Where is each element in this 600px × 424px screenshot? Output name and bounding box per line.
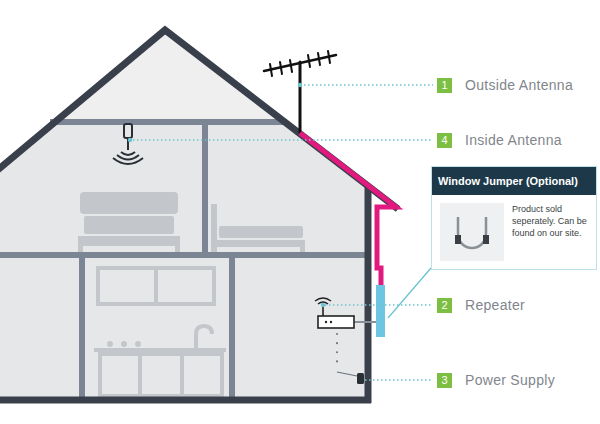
callout: 1 Outside Antenna	[437, 77, 573, 93]
callout-number: 4	[437, 133, 452, 148]
info-panel: Window Jumper (Optional) Product sold sep…	[431, 166, 597, 270]
callout-label: Repeater	[465, 297, 525, 313]
power-lead	[337, 372, 357, 376]
callout: 3 Power Supply	[437, 372, 555, 388]
attic-fill	[52, 30, 285, 122]
panel-body: Product sold seperately. Can be found on…	[432, 195, 596, 269]
panel-heading: Window Jumper (Optional)	[432, 167, 596, 195]
house-outline	[0, 30, 398, 403]
callout-number: 2	[437, 298, 452, 313]
kitchen	[94, 268, 226, 396]
callout-number: 3	[437, 373, 452, 388]
cable-connector	[455, 235, 461, 244]
furniture	[78, 192, 305, 252]
callout-label: Outside Antenna	[465, 77, 573, 93]
stove-knobs	[107, 341, 141, 347]
callout-number: 1	[437, 78, 452, 93]
inside-antenna	[113, 124, 143, 164]
antenna-cable	[300, 133, 396, 285]
outside-antenna	[264, 51, 336, 132]
leader-lines	[133, 85, 433, 380]
callout-label: Inside Antenna	[465, 132, 562, 148]
window-jumper	[376, 285, 385, 337]
callout-label: Power Supply	[465, 372, 555, 388]
cable-connector	[483, 235, 489, 244]
panel-leader	[388, 268, 431, 318]
repeater-cable	[354, 321, 376, 323]
repeater	[315, 298, 354, 328]
cable-icon	[458, 217, 486, 248]
interior-walls	[0, 122, 368, 400]
callout: 2 Repeater	[437, 297, 525, 313]
leader-line	[388, 268, 431, 318]
cable-picture	[440, 203, 504, 261]
leader-dots	[128, 83, 325, 307]
callout: 4 Inside Antenna	[437, 132, 562, 148]
power-plug	[357, 373, 364, 384]
power-lead	[336, 334, 338, 370]
panel-text: Product sold seperately. Can be found on…	[512, 203, 590, 239]
